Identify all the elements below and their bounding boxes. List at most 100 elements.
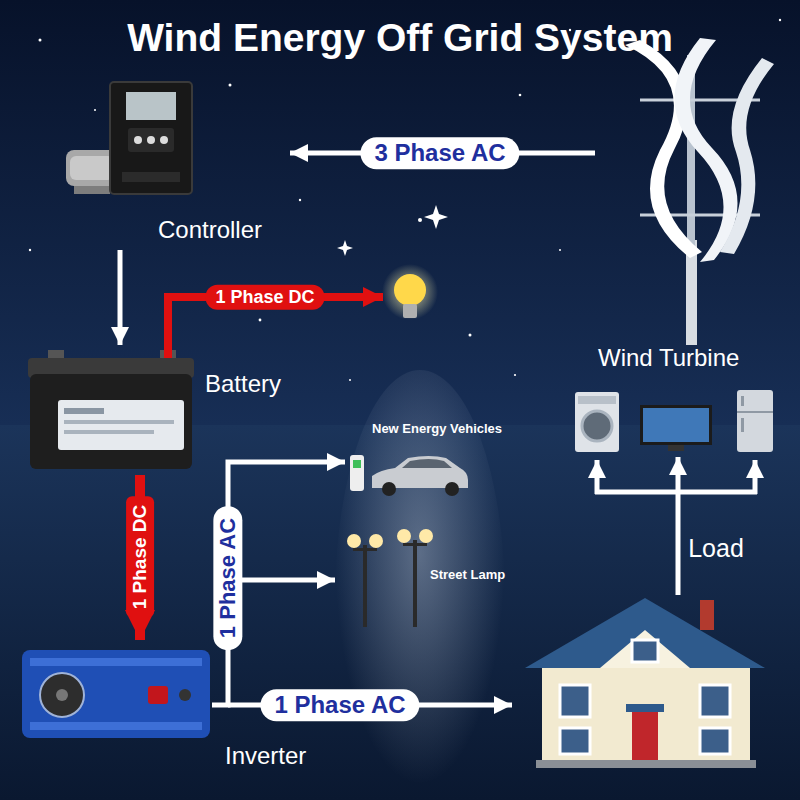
edge-label: 3 Phase AC: [360, 137, 519, 169]
house-illustration-part: [632, 712, 658, 760]
house-illustration-part: [542, 660, 750, 765]
diagram-title: Wind Energy Off Grid System: [127, 16, 673, 61]
car-illustration: [350, 455, 468, 496]
battery-illustration: [28, 350, 194, 469]
wind-turbine-illustration-part: [720, 58, 774, 254]
wind-turbine-illustration: [625, 38, 774, 345]
house-illustration-part: [560, 728, 590, 754]
appliances-illustration-part: [582, 411, 612, 441]
stars-part: [418, 218, 422, 222]
stars-part: [519, 94, 522, 97]
house-illustration-part: [600, 630, 690, 668]
controller-illustration-part: [110, 82, 192, 194]
layout-wires-part: [676, 492, 681, 595]
street-lamp-illustration-part: [397, 529, 411, 543]
component-label: New Energy Vehicles: [372, 422, 502, 437]
street-lamp-illustration-part: [347, 534, 361, 548]
component-node: Wind Turbine: [595, 35, 778, 378]
inverter-illustration-part: [30, 658, 202, 666]
stars-part: [299, 199, 301, 201]
light-bulb-illustration-part: [394, 274, 426, 306]
edge-label-anchor: 1 Phase DC: [126, 497, 154, 618]
background-part: [335, 370, 505, 800]
house-illustration-part: [560, 685, 590, 717]
layout-wires: [168, 297, 757, 705]
street-lamp-illustration-part: [369, 534, 383, 548]
edge-label-anchor: 1 Phase AC: [213, 506, 242, 650]
street-lamp-illustration-part: [353, 548, 377, 551]
controller-illustration-part: [74, 186, 110, 194]
light-bulb-illustration-part: [403, 304, 417, 318]
car-illustration-part: [445, 482, 459, 496]
inverter-illustration-part: [30, 722, 202, 730]
appliances-illustration-part: [737, 390, 773, 452]
appliances-illustration-part: [578, 396, 616, 404]
inverter-illustration-part: [22, 650, 210, 738]
house-illustration-part: [700, 600, 714, 630]
label-anchor: Load: [686, 534, 746, 563]
stars-part: [259, 319, 262, 322]
street-lamp-illustration-part: [413, 540, 417, 627]
stars-part: [337, 240, 353, 256]
inverter-illustration-part: [56, 689, 68, 701]
background-part: [0, 0, 800, 425]
house-illustration-part: [700, 685, 730, 717]
house-illustration-part: [525, 598, 765, 668]
wire-label: 1 Phase AC: [260, 689, 419, 721]
component-label: Battery: [205, 370, 281, 398]
house-illustration-part: [626, 704, 664, 712]
controller-illustration-part: [122, 172, 180, 182]
appliances-illustration-part: [643, 408, 709, 442]
appliances-illustration-part: [741, 418, 744, 432]
battery-illustration-part: [64, 408, 104, 414]
title-wrap: Wind Energy Off Grid System: [0, 16, 800, 61]
layout-wires-part: [676, 457, 681, 494]
edge-label: 1 Phase AC: [213, 506, 242, 650]
car-illustration-part: [382, 482, 396, 496]
inverter-illustration-part: [179, 689, 191, 701]
layout-wires-part: [595, 460, 600, 494]
controller-illustration-part: [160, 136, 168, 144]
component-node: Controller: [60, 75, 290, 250]
car-illustration-part: [402, 459, 452, 468]
label-anchor: 1 Phase AC: [260, 689, 419, 721]
stars-part: [779, 19, 781, 21]
stars-part: [469, 334, 472, 337]
load-label: Load: [686, 534, 746, 563]
stars-part: [559, 249, 561, 251]
stars-part: [39, 39, 42, 42]
street-lamp-illustration-part: [363, 545, 367, 627]
power-connector: [228, 462, 345, 640]
inverter-illustration-part: [40, 673, 84, 717]
appliances-illustration-part: [668, 445, 684, 451]
wire-label: 1 Phase DC: [205, 285, 324, 310]
street-lamp-illustration-part: [419, 529, 433, 543]
stars-part: [29, 249, 31, 251]
battery-illustration-part: [64, 420, 174, 424]
controller-illustration-part: [147, 136, 155, 144]
layout-wires-part: [753, 460, 758, 494]
power-connector: [118, 250, 123, 345]
car-illustration-part: [350, 455, 364, 491]
controller-illustration-part: [70, 156, 114, 180]
appliances-illustration-part: [640, 405, 712, 445]
stars-part: [514, 374, 516, 376]
appliances-illustration-part: [575, 392, 619, 452]
street-lamp-illustration: [347, 529, 433, 627]
car-illustration-part: [353, 460, 361, 468]
inverter-illustration: [22, 650, 210, 738]
connectors: [120, 153, 595, 640]
house-illustration-part: [700, 728, 730, 754]
power-connector: [228, 580, 335, 640]
stars-part: [94, 109, 96, 111]
label-anchor: 1 Phase DC: [205, 285, 324, 310]
stars: [29, 19, 781, 381]
inverter-illustration-part: [148, 686, 168, 704]
house-illustration-part: [536, 760, 756, 768]
stars-part: [229, 84, 232, 87]
wind-turbine-illustration-part: [674, 38, 737, 262]
house-illustration-part: [632, 640, 658, 662]
